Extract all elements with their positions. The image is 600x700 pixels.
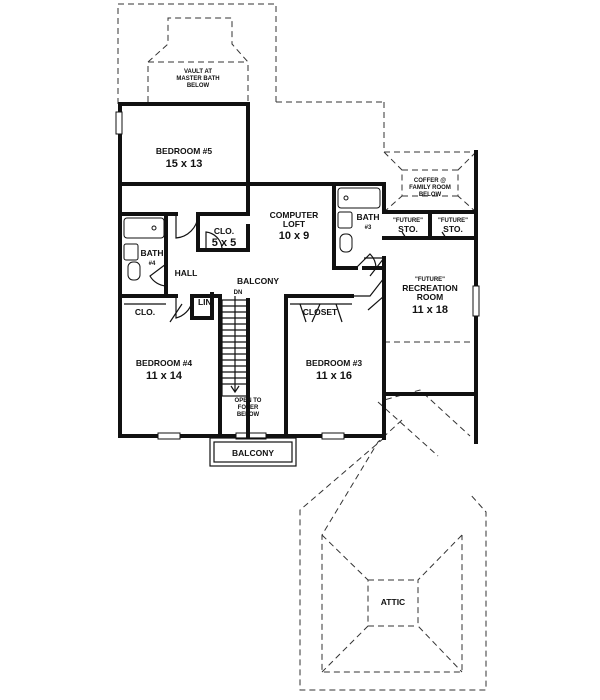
coffer-label: COFFER @ FAMILY ROOM BELOW [409, 178, 451, 198]
attic-roof-outline [299, 389, 487, 691]
balcony-front-label: BALCONY [232, 448, 274, 458]
room-bedroom-3: BEDROOM #3 11 x 16 [306, 358, 362, 382]
bath-3-label: BATH #3 [357, 212, 380, 231]
svg-text:COFFER @: COFFER @ [414, 178, 446, 184]
svg-text:"FUTURE": "FUTURE" [438, 218, 468, 224]
room-computer-loft: COMPUTER LOFT 10 x 9 [270, 210, 319, 242]
loft-size: 10 x 9 [279, 230, 310, 242]
svg-text:BATH: BATH [141, 248, 164, 258]
svg-text:CLO.: CLO. [214, 226, 234, 236]
bath-4-label: BATH #4 [141, 248, 164, 267]
svg-text:OPEN TO: OPEN TO [235, 398, 262, 404]
svg-text:"FUTURE": "FUTURE" [415, 277, 445, 283]
svg-text:STO.: STO. [443, 224, 463, 234]
balcony-upper-label: BALCONY [237, 276, 279, 286]
room-bedroom-5: BEDROOM #5 15 x 13 [156, 146, 212, 170]
roof-outline-top [117, 3, 385, 152]
room-recreation: "FUTURE" RECREATION ROOM 11 x 18 [402, 277, 458, 316]
bedroom-4-closet-label: CLO. [135, 307, 155, 317]
svg-text:"FUTURE": "FUTURE" [393, 218, 423, 224]
svg-text:MASTER BATH: MASTER BATH [176, 76, 219, 82]
open-to-foyer-label: OPEN TO FOYER BELOW [235, 398, 262, 418]
attic-label: ATTIC [381, 597, 405, 607]
svg-text:LOFT: LOFT [283, 219, 306, 229]
room-bedroom-4: BEDROOM #4 11 x 14 [136, 358, 192, 382]
room-closet-5x5: CLO. 5 x 5 [212, 226, 236, 249]
svg-text:5 x 5: 5 x 5 [212, 237, 236, 249]
svg-text:BEDROOM #3: BEDROOM #3 [306, 358, 362, 368]
stairs-dn-label: DN [234, 290, 243, 296]
bath-3-fixtures [337, 187, 381, 253]
exterior-walls [118, 102, 478, 444]
svg-text:11 x 16: 11 x 16 [316, 370, 352, 382]
front-balcony [209, 437, 297, 467]
svg-text:BELOW: BELOW [419, 192, 442, 198]
svg-text:RECREATION: RECREATION [402, 283, 458, 293]
svg-text:ROOM: ROOM [417, 292, 443, 302]
svg-text:#4: #4 [149, 261, 156, 267]
staircase [221, 296, 250, 438]
svg-text:BATH: BATH [357, 212, 380, 222]
future-sto-1-label: "FUTURE" STO. [393, 218, 423, 234]
svg-text:11 x 14: 11 x 14 [146, 370, 183, 382]
svg-text:FAMILY ROOM: FAMILY ROOM [409, 185, 451, 191]
svg-text:COMPUTER: COMPUTER [270, 210, 319, 220]
svg-text:BEDROOM #4: BEDROOM #4 [136, 358, 192, 368]
svg-text:STO.: STO. [398, 224, 418, 234]
bedroom-5-name: BEDROOM #5 [156, 146, 212, 156]
linen-label: LIN. [198, 297, 214, 307]
bedroom-5-size: 15 x 13 [166, 158, 203, 170]
bedroom-3-closet-label: CLOSET [303, 307, 338, 317]
vault-label: VAULT AT MASTER BATH BELOW [176, 69, 219, 89]
svg-text:BELOW: BELOW [187, 83, 210, 89]
windows [115, 111, 480, 440]
svg-text:11 x 18: 11 x 18 [412, 304, 448, 316]
svg-text:FOYER: FOYER [238, 405, 259, 411]
svg-text:BELOW: BELOW [237, 412, 260, 418]
svg-text:VAULT AT: VAULT AT [184, 69, 212, 75]
future-sto-2-label: "FUTURE" STO. [438, 218, 468, 234]
hall-label: HALL [175, 268, 198, 278]
svg-text:#3: #3 [365, 225, 372, 231]
bath-4-fixtures [123, 217, 165, 281]
doors [149, 214, 447, 323]
